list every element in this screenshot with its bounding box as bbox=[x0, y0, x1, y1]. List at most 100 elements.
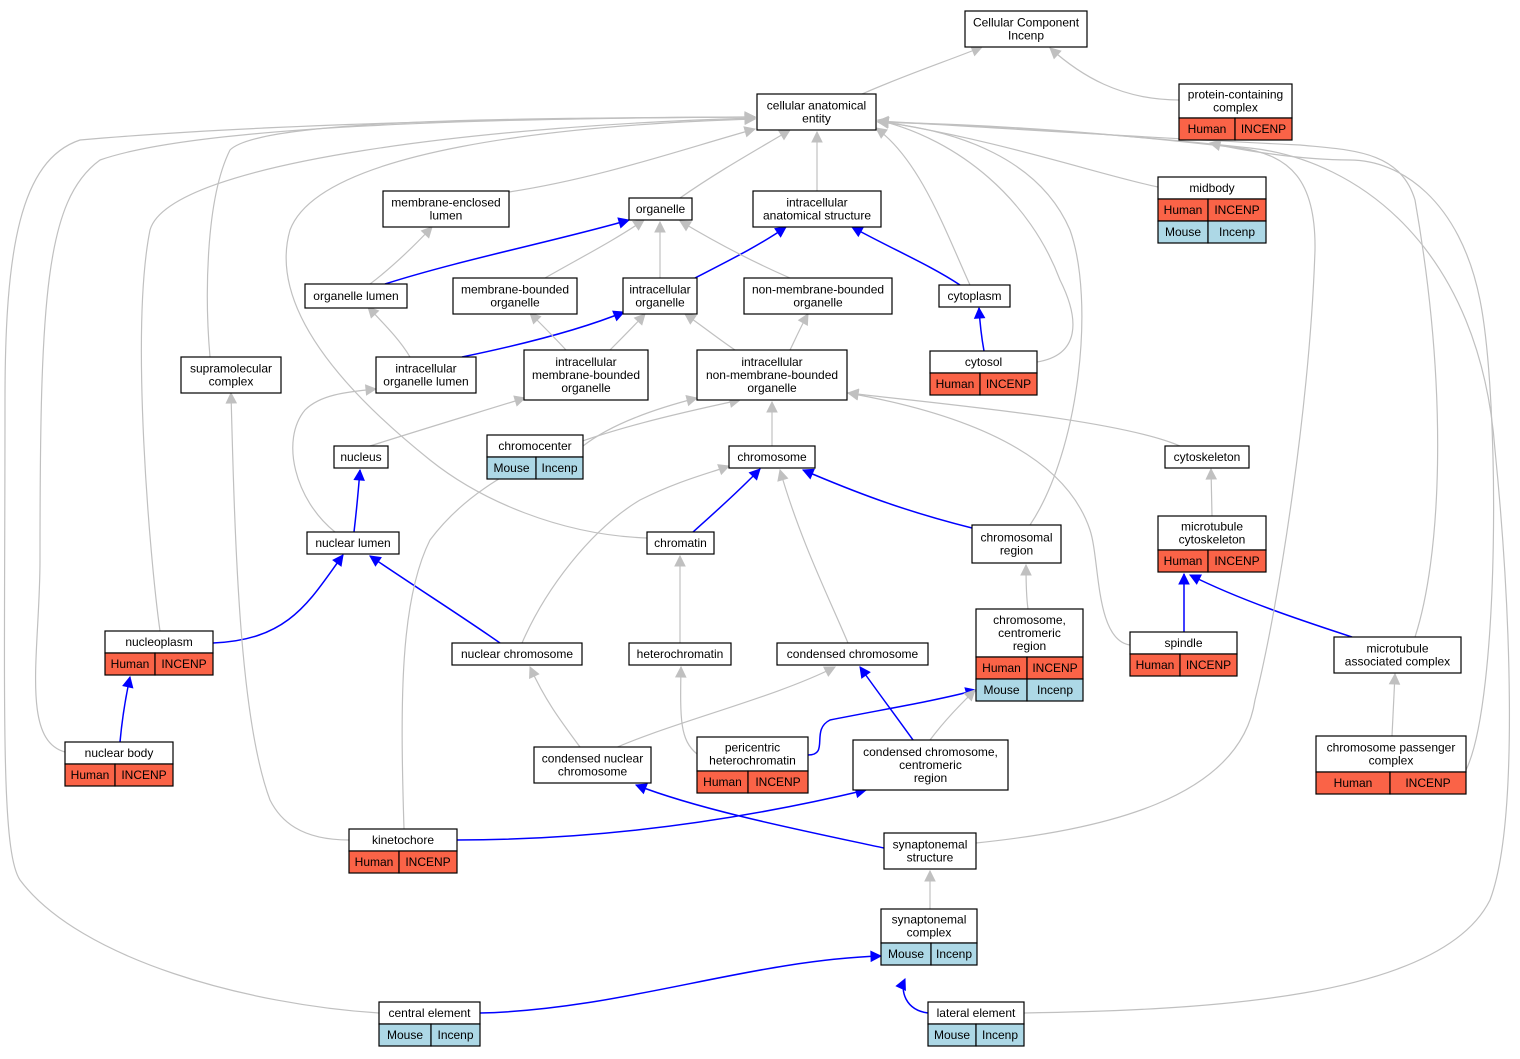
node-title-box bbox=[696, 736, 809, 772]
node-label-line: membrane-bounded bbox=[532, 368, 640, 382]
edge-smc-to-cae bbox=[206, 111, 757, 358]
arrowhead-icon bbox=[513, 395, 527, 407]
gene-label: Incenp bbox=[541, 461, 577, 475]
arrowhead-icon bbox=[963, 689, 976, 702]
node-nuc[interactable]: nucleus bbox=[333, 445, 389, 469]
node-cchr[interactable]: condensed chromosome bbox=[776, 642, 929, 666]
edge-sns-to-cnc bbox=[634, 783, 885, 849]
node-orl[interactable]: organelle lumen bbox=[304, 283, 408, 309]
edge-iol-to-io bbox=[461, 310, 626, 358]
node-cyt[interactable]: cytoplasm bbox=[938, 284, 1011, 308]
node-title-box bbox=[628, 642, 732, 666]
gene-label: Incenp bbox=[936, 947, 972, 961]
is-a-edge-line bbox=[877, 120, 1439, 638]
edge-le-to-cae bbox=[876, 116, 1511, 1014]
human-annotation-cell bbox=[747, 770, 809, 794]
is-a-edge-line bbox=[292, 388, 377, 533]
node-label-line: protein-containing bbox=[1188, 88, 1283, 102]
human-annotation-cell bbox=[1179, 653, 1238, 677]
is-a-edge-line bbox=[521, 465, 730, 644]
node-nl[interactable]: nuclear lumen bbox=[306, 531, 400, 555]
gene-label: INCENP bbox=[121, 768, 166, 782]
node-label-line: intracellular bbox=[555, 355, 616, 369]
node-nchr[interactable]: nuclear chromosome bbox=[451, 642, 583, 666]
edge-spindle-to-inmbo bbox=[846, 389, 1131, 646]
edge-cytosol-to-cae bbox=[876, 116, 1074, 363]
node-label-line: complex bbox=[209, 375, 254, 389]
node-title-box bbox=[756, 93, 877, 131]
is-a-edge-line bbox=[529, 666, 581, 748]
node-title-box bbox=[964, 10, 1088, 48]
node-org[interactable]: organelle bbox=[628, 197, 693, 221]
node-label-line: organelle bbox=[747, 381, 797, 395]
node-label-line: synaptonemal bbox=[893, 838, 968, 852]
node-label-line: region bbox=[1000, 544, 1033, 558]
node-label-line: intracellular bbox=[395, 362, 456, 376]
species-label: Human bbox=[355, 855, 394, 869]
node-chr[interactable]: chromosome bbox=[728, 445, 816, 469]
edge-org-to-cae bbox=[679, 129, 791, 199]
arrowhead-icon bbox=[122, 675, 134, 689]
is-a-edge-line bbox=[779, 469, 849, 644]
arrowhead-icon bbox=[748, 468, 761, 481]
arrowhead-icon bbox=[674, 665, 687, 678]
node-title-box bbox=[628, 197, 693, 221]
arrowhead-icon bbox=[633, 313, 646, 326]
node-label-line: complex bbox=[1213, 101, 1258, 115]
node-label-line: intracellular bbox=[786, 196, 847, 210]
node-label-line: organelle bbox=[635, 296, 685, 310]
gene-label: INCENP bbox=[1214, 203, 1259, 217]
is-a-edge-line bbox=[35, 116, 756, 753]
part-of-edge-line bbox=[461, 311, 625, 358]
species-label: Human bbox=[71, 768, 110, 782]
node-chromatin[interactable]: chromatin bbox=[646, 531, 715, 555]
node-inmbo[interactable]: intracellularnon-membrane-boundedorganel… bbox=[696, 349, 848, 401]
arrowhead-icon bbox=[1020, 563, 1032, 576]
node-title-box bbox=[880, 908, 978, 944]
node-title-box bbox=[533, 746, 652, 784]
node-het[interactable]: heterochromatin bbox=[628, 642, 732, 666]
node-csk[interactable]: cytoskeleton bbox=[1164, 445, 1250, 469]
edge-io-to-ias bbox=[694, 226, 787, 279]
node-label-line: heterochromatin bbox=[709, 754, 796, 768]
edge-nl-to-nuc bbox=[353, 468, 365, 533]
node-title-box bbox=[306, 531, 400, 555]
part-of-edge-line bbox=[635, 784, 885, 849]
node-label-line: chromosome bbox=[558, 765, 628, 779]
is-a-edge-line bbox=[877, 121, 1511, 1014]
arrowhead-icon bbox=[679, 220, 692, 232]
node-label-line: intracellular bbox=[741, 355, 802, 369]
node-title-box bbox=[938, 284, 1011, 308]
node-label-line: nucleus bbox=[340, 450, 381, 464]
